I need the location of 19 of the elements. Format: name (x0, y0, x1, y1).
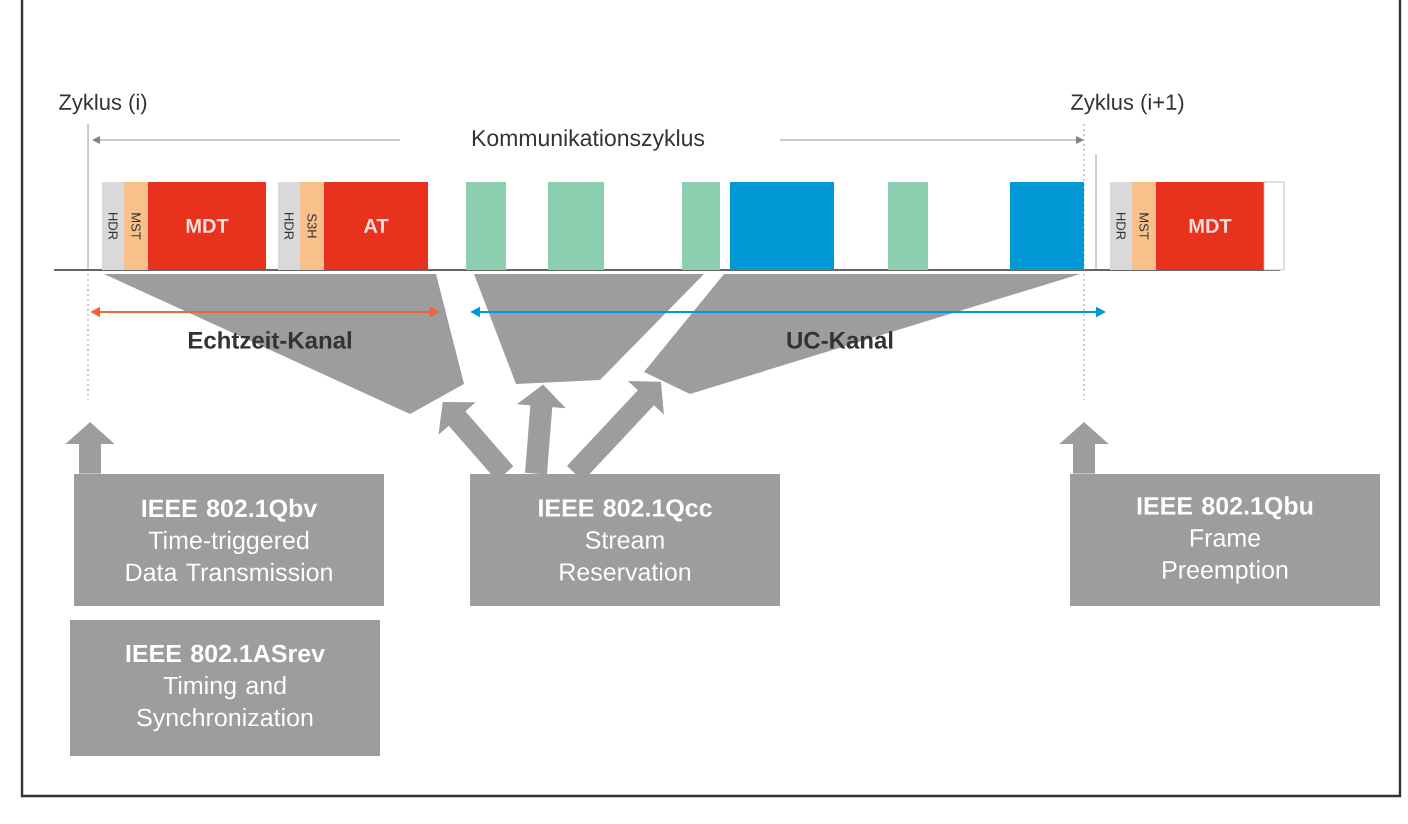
frame-block (888, 182, 928, 270)
frame-block (1010, 182, 1084, 270)
frame-block (1263, 181, 1285, 271)
axis-label: Zyklus (i) (59, 93, 147, 115)
standard-box: IEEE 802.1Qbv Time-triggered Data Transmission (74, 474, 384, 606)
axis-label: Kommunikationszyklus (472, 129, 705, 151)
funnel-shape (104, 274, 464, 414)
frame-block (682, 182, 720, 270)
frame-block (730, 182, 834, 270)
data-frame: AT (324, 182, 428, 270)
funnel-shape (474, 274, 704, 384)
standard-box: IEEE 802.1Qbu Frame Preemption (1070, 474, 1380, 606)
standard-box: IEEE 802.1ASrev Timing and Synchronization (70, 620, 380, 756)
axis-label: Zyklus (i+1) (1071, 93, 1184, 115)
frame-block (466, 182, 506, 270)
data-frame: MDT (148, 182, 266, 270)
frame-block (548, 182, 604, 270)
data-frame: MDT (1156, 182, 1264, 270)
standard-box: IEEE 802.1Qcc Stream Reservation (470, 474, 780, 606)
